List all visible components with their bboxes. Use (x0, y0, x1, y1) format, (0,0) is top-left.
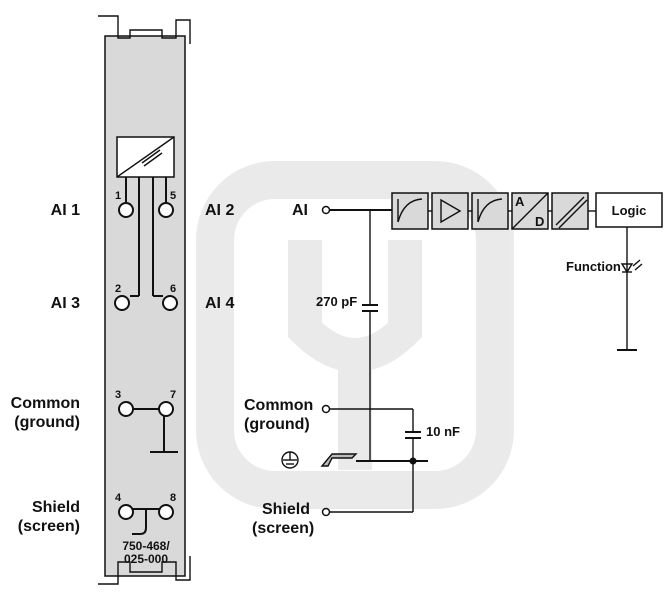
din-rail-icon (320, 453, 358, 467)
label-ai3: AI 3 (51, 295, 80, 312)
label-common-l2: (ground) (14, 414, 80, 431)
terminal-3[interactable] (118, 401, 134, 417)
junction-dot (409, 457, 417, 465)
circuit-ai-label: AI (292, 202, 308, 219)
terminal-8[interactable] (158, 504, 174, 520)
label-ai4: AI 4 (205, 295, 234, 312)
top-clip (98, 15, 191, 44)
capacitor-270pf-label: 270 pF (316, 294, 357, 309)
terminal-5[interactable] (158, 202, 174, 218)
terminal-2[interactable] (114, 295, 130, 311)
terminal-7[interactable] (158, 401, 174, 417)
part-number-line1: 750-468/ (122, 539, 170, 553)
circuit-common-l2: (ground) (244, 416, 310, 433)
pin-4: 4 (115, 492, 122, 504)
pin-3: 3 (115, 389, 121, 401)
label-shield-l2: (screen) (18, 518, 80, 535)
module-terminals (114, 202, 178, 520)
bottom-clip (98, 556, 191, 585)
logic-block (595, 192, 663, 228)
circuit-shield-terminal[interactable] (321, 507, 331, 517)
amplifier-block (431, 192, 469, 230)
pin-8: 8 (170, 492, 176, 504)
circuit-common-l1: Common (244, 397, 313, 414)
adc-d-label: D (535, 214, 544, 229)
circuit-schematic: AI 270 pF A D (244, 192, 663, 537)
circuit-shield-l2: (screen) (252, 520, 314, 537)
internal-wiring (125, 177, 178, 535)
label-common-l1: Common (11, 395, 80, 412)
label-ai1: AI 1 (51, 202, 80, 219)
terminal-1[interactable] (118, 202, 134, 218)
signal-chain: A D Logic (391, 192, 663, 230)
circuit-shield-l1: Shield (262, 501, 310, 518)
earth-ground-icon (281, 451, 299, 469)
circuit-ai-terminal[interactable] (321, 205, 331, 215)
watermark-plug-icon (196, 161, 514, 509)
logic-label: Logic (612, 203, 647, 218)
part-number-line2: 025-000 (124, 552, 168, 566)
left-labels: AI 1 AI 3 Common (ground) Shield (screen… (11, 202, 80, 535)
adc-a-label: A (515, 194, 525, 209)
function-led-icon (620, 263, 634, 274)
pin-5: 5 (170, 190, 176, 202)
pin-numbers: 1 5 2 6 3 7 4 8 (115, 190, 176, 504)
capacitor-10nf-label: 10 nF (426, 424, 460, 439)
right-module-labels: AI 2 AI 4 (205, 202, 234, 312)
label-shield-l1: Shield (32, 499, 80, 516)
pin-6: 6 (170, 283, 176, 295)
pin-1: 1 (115, 190, 121, 202)
converter-symbol (116, 136, 175, 178)
terminal-6[interactable] (162, 295, 178, 311)
pin-2: 2 (115, 283, 121, 295)
function-label: Function (566, 259, 621, 274)
circuit-common-terminal[interactable] (321, 404, 331, 414)
label-ai2: AI 2 (205, 202, 234, 219)
pin-7: 7 (170, 389, 176, 401)
terminal-4[interactable] (118, 504, 134, 520)
